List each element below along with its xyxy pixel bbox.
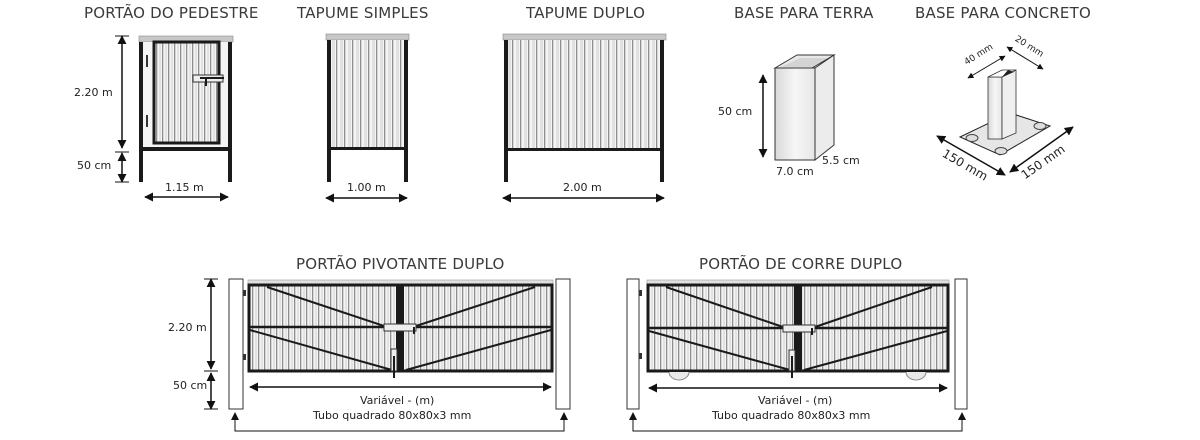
concrete-base-drawing <box>936 46 1074 176</box>
single-hoarding-title: TAPUME SIMPLES <box>297 4 429 22</box>
pedestrian-gate-height-label: 2.20 m <box>74 86 113 99</box>
ground-base-depth-label: 5.5 cm <box>822 154 860 167</box>
ground-base-height-label: 50 cm <box>718 105 753 118</box>
single-hoarding-drawing <box>325 33 410 203</box>
pedestrian-gate-base-label: 50 cm <box>77 159 112 172</box>
ground-base-drawing <box>758 54 836 162</box>
swing-gate-base-label: 50 cm <box>173 379 208 392</box>
concrete-base-title: BASE PARA CONCRETO <box>915 4 1091 22</box>
swing-gate-height-label: 2.20 m <box>168 321 207 334</box>
ground-base-width-label: 7.0 cm <box>776 165 814 178</box>
double-hoarding-width-label: 2.00 m <box>563 181 602 194</box>
sliding-gate-post-label: Tubo quadrado 80x80x3 mm <box>712 409 871 422</box>
double-hoarding-title: TAPUME DUPLO <box>526 4 646 22</box>
double-hoarding-drawing <box>502 33 667 203</box>
swing-gate-drawing <box>204 278 571 432</box>
pedestrian-gate-title: PORTÃO DO PEDESTRE <box>84 4 259 22</box>
pedestrian-gate-width-label: 1.15 m <box>165 181 204 194</box>
single-hoarding-width-label: 1.00 m <box>347 181 386 194</box>
swing-gate-title: PORTÃO PIVOTANTE DUPLO <box>296 255 505 273</box>
swing-gate-width-label: Variável - (m) <box>360 394 435 407</box>
sliding-gate-title: PORTÃO DE CORRE DUPLO <box>699 255 903 273</box>
swing-gate-post-label: Tubo quadrado 80x80x3 mm <box>313 409 472 422</box>
ground-base-title: BASE PARA TERRA <box>734 4 874 22</box>
sliding-gate-drawing <box>626 278 968 432</box>
pedestrian-gate-drawing <box>115 35 234 202</box>
sliding-gate-width-label: Variável - (m) <box>758 394 833 407</box>
